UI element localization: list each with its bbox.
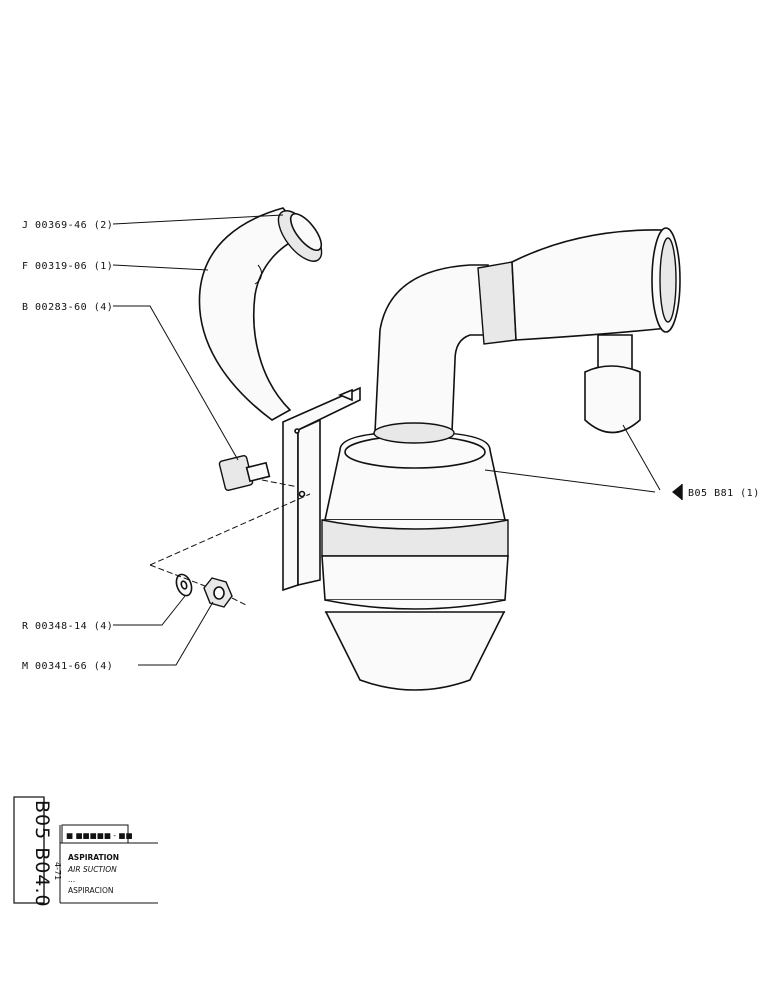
washer	[175, 573, 193, 597]
callout-nut: M 00341-66 (4)	[22, 661, 113, 672]
title-line-3: ...	[68, 875, 75, 884]
flexible-hose	[198, 207, 307, 421]
stamp-text: ■ ■■■■■ - ■■	[66, 831, 133, 840]
drawing-code: B05 B04.0	[31, 800, 53, 908]
title-line-4: ASPIRACION	[68, 886, 114, 895]
title-line-2: AIR SUCTION	[67, 865, 117, 874]
nut	[203, 577, 233, 608]
callout-washer: R 00348-14 (4)	[22, 621, 113, 632]
title-line-1: ASPIRATION	[68, 853, 119, 862]
callout-flexible-hose: F 00319-06 (1)	[22, 261, 113, 272]
callout-air-filter-ref: B05 B81 (1)	[688, 488, 760, 499]
air-filter-body	[321, 431, 509, 691]
leader-lines	[112, 214, 661, 666]
mounting-bracket	[282, 386, 361, 592]
callout-hose-clamp: J 00369-46 (2)	[22, 220, 113, 231]
intake-housing	[477, 227, 681, 434]
title-block: B05 B04.0 4-71 ■ ■■■■■ - ■■ ASPIRATION A…	[13, 796, 158, 908]
reference-arrow-icon	[672, 484, 683, 500]
bolt	[218, 454, 271, 492]
drawing-date: 4-71	[53, 862, 62, 880]
callout-bolt: B 00283-60 (4)	[22, 302, 113, 313]
hose-clamp	[277, 210, 323, 262]
elbow-tube	[373, 264, 491, 444]
